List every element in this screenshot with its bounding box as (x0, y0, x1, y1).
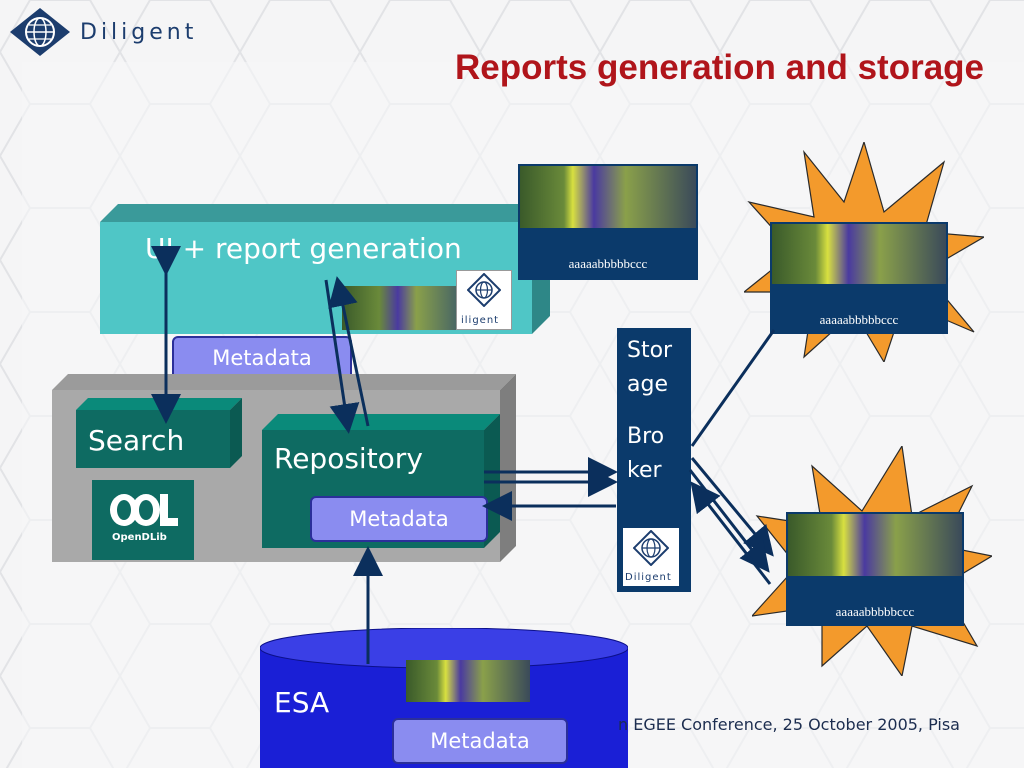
esa-label: ESA (274, 686, 330, 719)
ui-metadata-tag: Metadata (172, 336, 352, 380)
ui-diligent-logo: iligent (456, 270, 512, 330)
ui-report-label: UI + report generation (145, 232, 462, 265)
storage-broker-line3: Bro (627, 424, 665, 449)
globe-logo-icon (10, 8, 70, 56)
opendlib-logo: OpenDLib (92, 480, 194, 560)
star1-report-thumbnail: aaaaabbbbbccc (770, 222, 948, 334)
star1-caption: aaaaabbbbbccc (819, 312, 899, 327)
top-thumbnail-caption: aaaaabbbbbccc (568, 256, 648, 271)
storage-broker-box: Stor age Bro ker Diligent (617, 328, 691, 592)
ui-logo-text: iligent (461, 315, 500, 326)
star2-report-thumbnail: aaaaabbbbbccc (786, 512, 964, 626)
storage-broker-line2: age (627, 372, 668, 397)
broker-diligent-logo: Diligent (623, 528, 679, 586)
repository-label: Repository (274, 442, 423, 475)
diligent-logo: Diligent (8, 6, 223, 58)
repository-metadata-tag: Metadata (310, 496, 488, 542)
globe-logo-icon (467, 273, 501, 307)
opendlib-icon (110, 494, 178, 526)
esa-map-thumbnail (406, 660, 530, 702)
broker-logo-text: Diligent (625, 572, 672, 583)
top-map-image (520, 166, 696, 228)
star2-map-image (788, 514, 962, 576)
opendlib-text: OpenDLib (112, 532, 167, 543)
logo-wordmark: Diligent (80, 20, 198, 45)
footer-text: n EGEE Conference, 25 October 2005, Pisa (618, 715, 960, 734)
search-label: Search (88, 424, 185, 457)
top-report-thumbnail: aaaaabbbbbccc (518, 164, 698, 280)
storage-broker-line4: ker (627, 458, 662, 483)
ui-map-thumbnail (342, 286, 466, 330)
star1-map-image (772, 224, 946, 284)
star2-caption: aaaaabbbbbccc (835, 604, 915, 619)
storage-broker-line1: Stor (627, 338, 673, 363)
page-title: Reports generation and storage (455, 48, 984, 87)
globe-logo-icon (633, 530, 669, 566)
esa-metadata-tag: Metadata (392, 718, 568, 764)
